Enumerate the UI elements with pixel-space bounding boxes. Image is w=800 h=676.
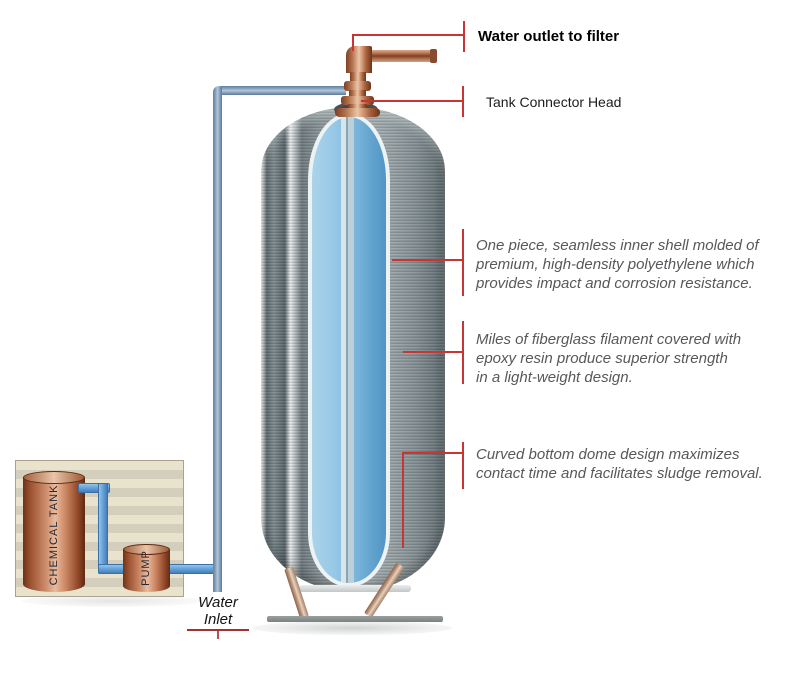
leader-connector-line [361, 100, 463, 102]
connector-neck-2 [349, 90, 366, 98]
leader-inner-shell-tick [462, 229, 464, 296]
connector-neck-3 [348, 104, 367, 110]
annotation-filament-line2: epoxy resin produce superior strength [476, 350, 728, 367]
chem-pipe-to-pump [98, 564, 126, 574]
chemical-tank-label: CHEMICAL TANK [48, 484, 60, 586]
annotation-inner-shell: One piece, seamless inner shell molded o… [476, 236, 759, 293]
connector-neck-1 [350, 72, 366, 83]
annotation-inner-shell-line2: premium, high-density polyethylene which [476, 256, 755, 273]
leader-inner-shell-line [392, 259, 463, 261]
inlet-pipe-vertical [213, 96, 222, 592]
stand-upper-ring [299, 585, 411, 592]
outlet-elbow [346, 46, 372, 73]
water-outlet-label: Water outlet to filter [478, 28, 620, 45]
annotation-dome-line2: contact time and facilitates sludge remo… [476, 465, 763, 482]
annotation-filament-line3: in a light-weight design. [476, 369, 633, 386]
annotation-dome: Curved bottom dome design maximizes cont… [476, 445, 763, 483]
riser-tube [341, 117, 354, 583]
tank-connector-label: Tank Connector Head [486, 94, 622, 110]
annotation-dome-line1: Curved bottom dome design maximizes [476, 446, 740, 463]
tank-ground-shadow [252, 621, 452, 635]
fiberglass-tank [261, 107, 445, 592]
leader-dome-vertical [402, 452, 404, 548]
leader-filament-tick [462, 321, 464, 384]
pump-top [123, 544, 170, 555]
leader-outlet-drop [352, 34, 354, 51]
leader-filament-line [403, 351, 463, 353]
water-inlet-label: Water Inlet [178, 594, 258, 628]
chem-pipe-vertical [98, 483, 108, 574]
inlet-pipe-corner [213, 86, 222, 100]
chem-pipe-top-horizontal [78, 483, 110, 493]
water-inlet-underline [187, 629, 249, 631]
pump-graphic [123, 549, 170, 592]
leader-dome-line [402, 452, 463, 454]
connector-collar [341, 96, 374, 105]
annotation-filament: Miles of fiberglass filament covered wit… [476, 330, 741, 387]
inlet-pipe-horizontal [218, 86, 346, 95]
leader-dome-tick [462, 442, 464, 489]
annotation-inner-shell-line1: One piece, seamless inner shell molded o… [476, 237, 759, 254]
water-inlet-line2: Inlet [203, 611, 233, 628]
annotation-filament-line1: Miles of fiberglass filament covered wit… [476, 331, 742, 348]
water-inlet-line1: Water [198, 594, 238, 611]
water-inlet-tick [217, 631, 219, 639]
leader-outlet-line [352, 34, 464, 36]
pump-label: PUMP [140, 550, 152, 586]
leader-outlet-tick [463, 21, 465, 52]
connector-flange [335, 108, 380, 117]
stand-base-bar [267, 616, 443, 622]
outlet-pipe-end-cap [430, 49, 437, 63]
connector-nut [344, 81, 371, 91]
outlet-pipe-graphic [364, 50, 436, 62]
feed-box-shadow [22, 595, 202, 607]
chemical-tank-graphic [23, 477, 85, 592]
chemical-tank-top [23, 471, 85, 484]
inner-shell-cutaway [308, 113, 390, 587]
annotation-inner-shell-line3: provides impact and corrosion resistance… [476, 275, 753, 292]
leader-connector-tick [462, 86, 464, 117]
